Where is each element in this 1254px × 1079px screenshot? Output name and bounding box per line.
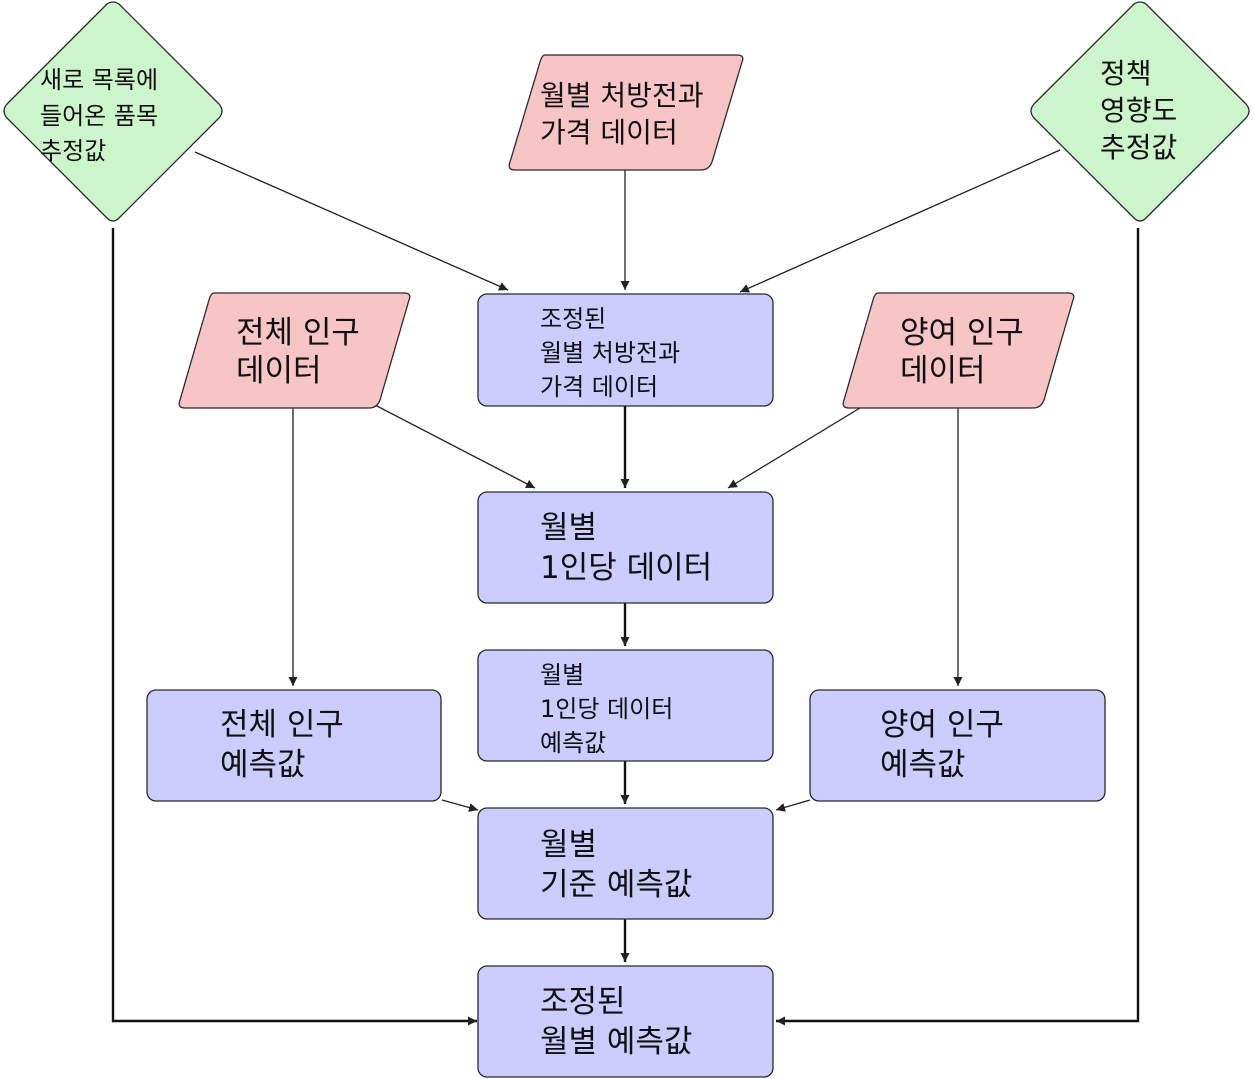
node-label: 양여 인구 xyxy=(880,707,1004,743)
node-label: 1인당 데이터 xyxy=(540,695,673,723)
total-population-data-node: 전체 인구 데이터 xyxy=(178,292,411,409)
edge-new-items-to-adjusted xyxy=(111,228,477,1026)
connectors xyxy=(111,149,1140,1026)
price-data-node: 월별 처방전과 가격 데이터 xyxy=(508,54,744,171)
node-label: 전체 인구 xyxy=(220,707,344,743)
node-label: 예측값 xyxy=(540,729,606,757)
node-label: 영향도 xyxy=(1100,94,1177,127)
node-label: 예측값 xyxy=(880,747,966,783)
box-shape xyxy=(477,965,774,1078)
node-label: 월별 처방전과 xyxy=(540,79,703,112)
total-population-forecast-node: 전체 인구 예측값 xyxy=(146,689,442,802)
edge-policy-to-adjusted-price xyxy=(739,149,1061,293)
diamond-shape xyxy=(3,1,223,222)
edge-dependent-pop-to-per-capita xyxy=(727,407,861,489)
node-label: 새로 목록에 xyxy=(40,66,158,94)
box-shape xyxy=(477,649,774,762)
box-shape xyxy=(477,807,774,920)
edge-total-pop-to-per-capita xyxy=(374,404,536,489)
node-label: 추정값 xyxy=(1100,131,1177,164)
edge-policy-to-adjusted xyxy=(776,228,1140,1026)
dependent-population-data-node: 양여 인구 데이터 xyxy=(842,292,1075,409)
node-label: 들어온 품목 xyxy=(40,102,158,130)
node-label: 가격 데이터 xyxy=(540,373,658,401)
box-shape xyxy=(809,689,1106,802)
node-label: 조정된 xyxy=(540,984,626,1020)
baseline-forecast-node: 월별 기준 예측값 xyxy=(477,807,774,920)
node-label: 데이터 xyxy=(900,353,986,389)
box-shape xyxy=(477,491,774,604)
node-label: 추정값 xyxy=(40,137,106,165)
box-shape xyxy=(146,689,442,802)
node-label: 가격 데이터 xyxy=(540,116,678,149)
node-label: 정책 xyxy=(1100,57,1152,90)
node-label: 1인당 데이터 xyxy=(540,550,712,586)
node-label: 조정된 xyxy=(540,305,606,333)
adjusted-price-data-node: 조정된 월별 처방전과 가격 데이터 xyxy=(477,293,774,407)
edge-total-forecast-to-baseline xyxy=(441,799,479,812)
node-label: 월별 xyxy=(540,661,584,689)
node-label: 월별 xyxy=(540,510,597,546)
per-capita-data-node: 월별 1인당 데이터 xyxy=(477,491,774,604)
adjusted-forecast-node: 조정된 월별 예측값 xyxy=(477,965,774,1078)
node-label: 월별 xyxy=(540,827,597,863)
node-label: 양여 인구 xyxy=(900,315,1024,351)
node-label: 데이터 xyxy=(236,353,322,389)
edge-dependent-forecast-to-baseline xyxy=(775,799,811,812)
parallelogram-shape xyxy=(508,54,744,171)
parallelogram-shape xyxy=(842,292,1075,409)
edge-new-items-to-adjusted-price xyxy=(194,151,509,291)
policy-impact-estimate-node: 정책 영향도 추정값 xyxy=(1030,1,1250,222)
per-capita-forecast-node: 월별 1인당 데이터 예측값 xyxy=(477,649,774,762)
node-label: 기준 예측값 xyxy=(540,867,692,903)
parallelogram-shape xyxy=(178,292,411,409)
dependent-population-forecast-node: 양여 인구 예측값 xyxy=(809,689,1106,802)
node-label: 전체 인구 xyxy=(236,315,360,351)
new-items-estimate-node: 새로 목록에 들어온 품목 추정값 xyxy=(3,1,223,222)
box-shape xyxy=(477,293,774,407)
diamond-shape xyxy=(1030,1,1250,222)
node-label: 월별 처방전과 xyxy=(540,339,680,367)
node-label: 월별 예측값 xyxy=(540,1024,692,1060)
node-label: 예측값 xyxy=(220,747,306,783)
